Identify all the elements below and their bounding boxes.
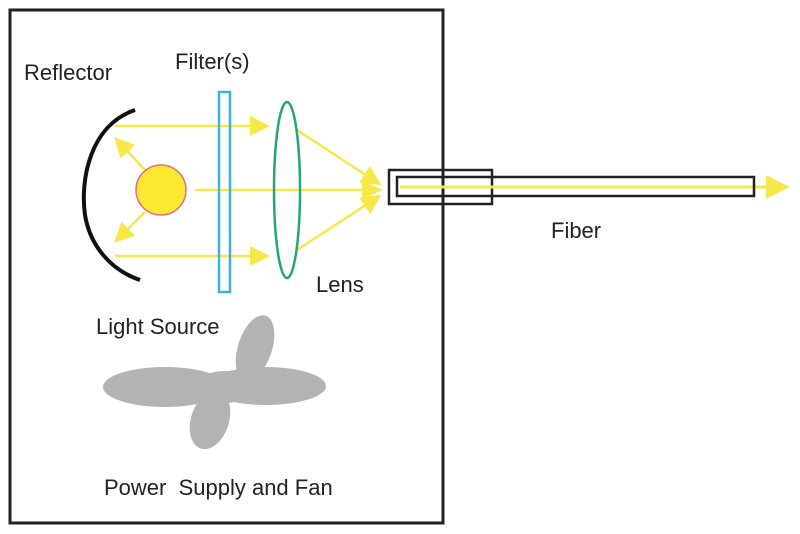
- lens-shape: [272, 100, 302, 280]
- filters-label: Filter(s): [175, 49, 250, 74]
- light-rays: [114, 116, 790, 266]
- bulb-icon: [135, 164, 187, 216]
- fiber-cable: [395, 175, 756, 198]
- ray-lens-bottom-to-focus: [296, 194, 382, 252]
- reflector-label: Reflector: [24, 60, 113, 85]
- lens-label: Lens: [316, 272, 364, 297]
- light-source-label: Light Source: [96, 314, 220, 339]
- reflector-mirror: [81, 108, 141, 282]
- fiber-label: Fiber: [551, 218, 602, 243]
- ray-source-to-reflector-bottom: [114, 211, 146, 243]
- enclosure-box: [8, 8, 445, 525]
- power-supply-fan-label: Power Supply and Fan: [104, 475, 333, 500]
- fan-icon: [103, 315, 326, 450]
- filter-plate: [217, 90, 232, 294]
- ray-source-to-reflector-top: [114, 137, 146, 171]
- ray-lens-top-to-focus: [296, 128, 382, 186]
